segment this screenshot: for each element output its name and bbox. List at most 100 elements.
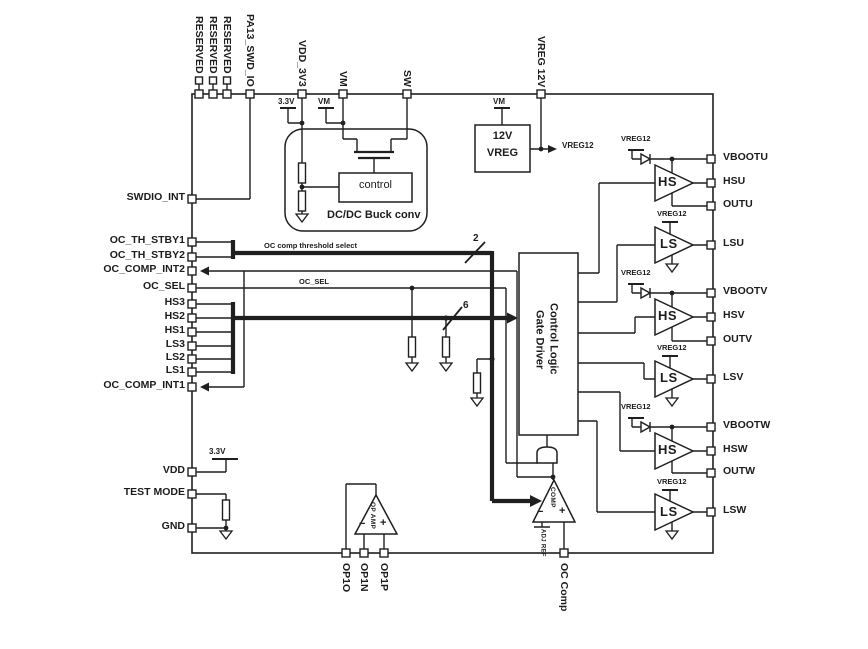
vreg-label-line2: VREG xyxy=(486,147,519,159)
pin-label-hsu: HSU xyxy=(723,175,746,187)
bus-width-2: 2 xyxy=(473,233,479,244)
hs-driver-u-label: HS xyxy=(658,174,678,189)
pin-label-vreg-12v: VREG 12V xyxy=(535,35,548,87)
pin-label-oc-th-stby1: OC_TH_STBY1 xyxy=(109,234,185,246)
adj-ref-label: ADJ REF xyxy=(539,529,546,557)
net-label-vreg12-lsv: VREG12 xyxy=(657,343,687,352)
net-label-vreg12-hsu: VREG12 xyxy=(621,134,651,143)
control-logic-label-line2: Gate Driver xyxy=(533,310,546,370)
bus-wires xyxy=(230,240,533,504)
vreg-box xyxy=(474,124,531,173)
hs-driver-w-triangle xyxy=(654,431,695,471)
net-label-vm-buck: VM xyxy=(318,97,330,106)
bootstrap-diodes xyxy=(640,152,652,434)
pin-label-hs1: HS1 xyxy=(164,324,185,336)
net-label-3v3-vdd: 3.3V xyxy=(209,447,226,456)
pin-label-lsv: LSV xyxy=(723,371,744,383)
pin-label-vdd: VDD xyxy=(162,464,185,476)
net-label-oc-sel: OC_SEL xyxy=(299,277,330,286)
hs-driver-v-label: HS xyxy=(658,308,678,323)
arrowheads xyxy=(200,145,557,507)
pin-label-hsv: HSV xyxy=(723,309,745,321)
ls-driver-w-triangle xyxy=(654,492,695,532)
ls-driver-u-label: LS xyxy=(660,236,678,251)
comparator-triangle xyxy=(531,478,577,523)
net-label-3v3-buck: 3.3V xyxy=(278,97,295,106)
buck-control-label: control xyxy=(358,179,393,191)
pin-label-sw: SW xyxy=(401,70,414,87)
pin-label-hs2: HS2 xyxy=(164,310,185,322)
ls-driver-u-triangle xyxy=(654,225,695,265)
signal-wires xyxy=(196,84,707,549)
comparator-label: COMP xyxy=(548,487,556,508)
net-label-vreg12-out: VREG12 xyxy=(562,141,594,150)
pin-label-oc-sel: OC_SEL xyxy=(142,280,185,292)
pin-label-vbootu: VBOOTU xyxy=(723,151,768,163)
pin-label-gnd: GND xyxy=(161,520,185,532)
hs-driver-v-triangle xyxy=(654,297,695,337)
pin-label-op1p: OP1P xyxy=(378,563,391,592)
control-logic-label-line1: Control Logic xyxy=(547,303,560,375)
pin-label-swdio-int: SWDIO_INT xyxy=(126,191,185,203)
hs-driver-u-triangle xyxy=(654,163,695,203)
pin-label-outw: OUTW xyxy=(723,465,756,477)
pin-label-reserved-2: RESERVED xyxy=(207,16,220,74)
bus-slashes xyxy=(442,241,486,331)
pin-label-outu: OUTU xyxy=(723,198,753,210)
pin-label-vbootw: VBOOTW xyxy=(723,419,771,431)
and-gate xyxy=(536,446,558,464)
ls-driver-v-triangle xyxy=(654,359,695,399)
opamp-label: OP AMP xyxy=(368,502,376,530)
pin-label-pa13-swd-io: PA13_SWD_IO xyxy=(244,14,257,87)
pin-label-hs3: HS3 xyxy=(164,296,185,308)
pin-label-vm: VM xyxy=(337,71,350,87)
pin-label-op1o: OP1O xyxy=(340,563,353,593)
buck-box-label: DC/DC Buck conv xyxy=(327,209,421,221)
ls-driver-v-label: LS xyxy=(660,370,678,385)
vreg-label-line1: 12V xyxy=(492,130,513,142)
chip-border xyxy=(191,93,714,554)
net-label-vreg12-hsw: VREG12 xyxy=(621,402,651,411)
control-logic-box xyxy=(518,252,579,436)
pin-squares xyxy=(187,76,716,558)
pin-label-outv: OUTV xyxy=(723,333,753,345)
pin-label-hsw: HSW xyxy=(723,443,748,455)
net-label-vreg12-lsu: VREG12 xyxy=(657,209,687,218)
net-label-vm-vreg: VM xyxy=(493,97,505,106)
pin-label-op1n: OP1N xyxy=(358,563,371,592)
comparator-minus-sign: − xyxy=(537,506,544,518)
pin-label-vbootv: VBOOTV xyxy=(723,285,768,297)
pin-label-oc-comp: OC Comp xyxy=(558,563,571,612)
pin-label-oc-comp-int1: OC_COMP_INT1 xyxy=(103,379,185,391)
oc-threshold-bus xyxy=(230,240,533,504)
pin-label-lsu: LSU xyxy=(723,237,744,249)
resistors xyxy=(221,162,482,521)
pin-label-oc-th-stby2: OC_TH_STBY2 xyxy=(109,249,185,261)
net-label-vreg12-hsv: VREG12 xyxy=(621,268,651,277)
ground-symbols xyxy=(218,213,680,541)
ls-driver-w-label: LS xyxy=(660,504,678,519)
pin-label-ls1: LS1 xyxy=(165,364,185,376)
comparator-plus-sign: + xyxy=(559,505,566,517)
opamp-minus-sign: − xyxy=(359,518,366,530)
net-label-vreg12-lsw: VREG12 xyxy=(657,477,687,486)
gate-signal-bus xyxy=(230,302,509,374)
mosfet-symbol xyxy=(354,150,394,160)
buck-control-box xyxy=(338,172,413,203)
hs-driver-w-label: HS xyxy=(658,442,678,457)
pin-label-vdd-3v3: VDD_3V3 xyxy=(296,40,309,87)
bus-label-oc-threshold: OC comp threshold select xyxy=(264,241,357,250)
pin-label-reserved-1: RESERVED xyxy=(193,16,206,74)
buck-converter-box xyxy=(284,128,428,232)
pin-label-ls3: LS3 xyxy=(165,338,185,350)
junction-dots xyxy=(223,120,675,531)
opamp-plus-sign: + xyxy=(380,517,387,529)
pin-label-test-mode: TEST MODE xyxy=(123,486,185,498)
bus-width-6: 6 xyxy=(463,300,469,311)
pin-label-ls2: LS2 xyxy=(165,351,185,363)
opamp-triangle xyxy=(353,493,399,535)
pin-label-lsw: LSW xyxy=(723,504,747,516)
pin-label-oc-comp-int2: OC_COMP_INT2 xyxy=(103,263,185,275)
